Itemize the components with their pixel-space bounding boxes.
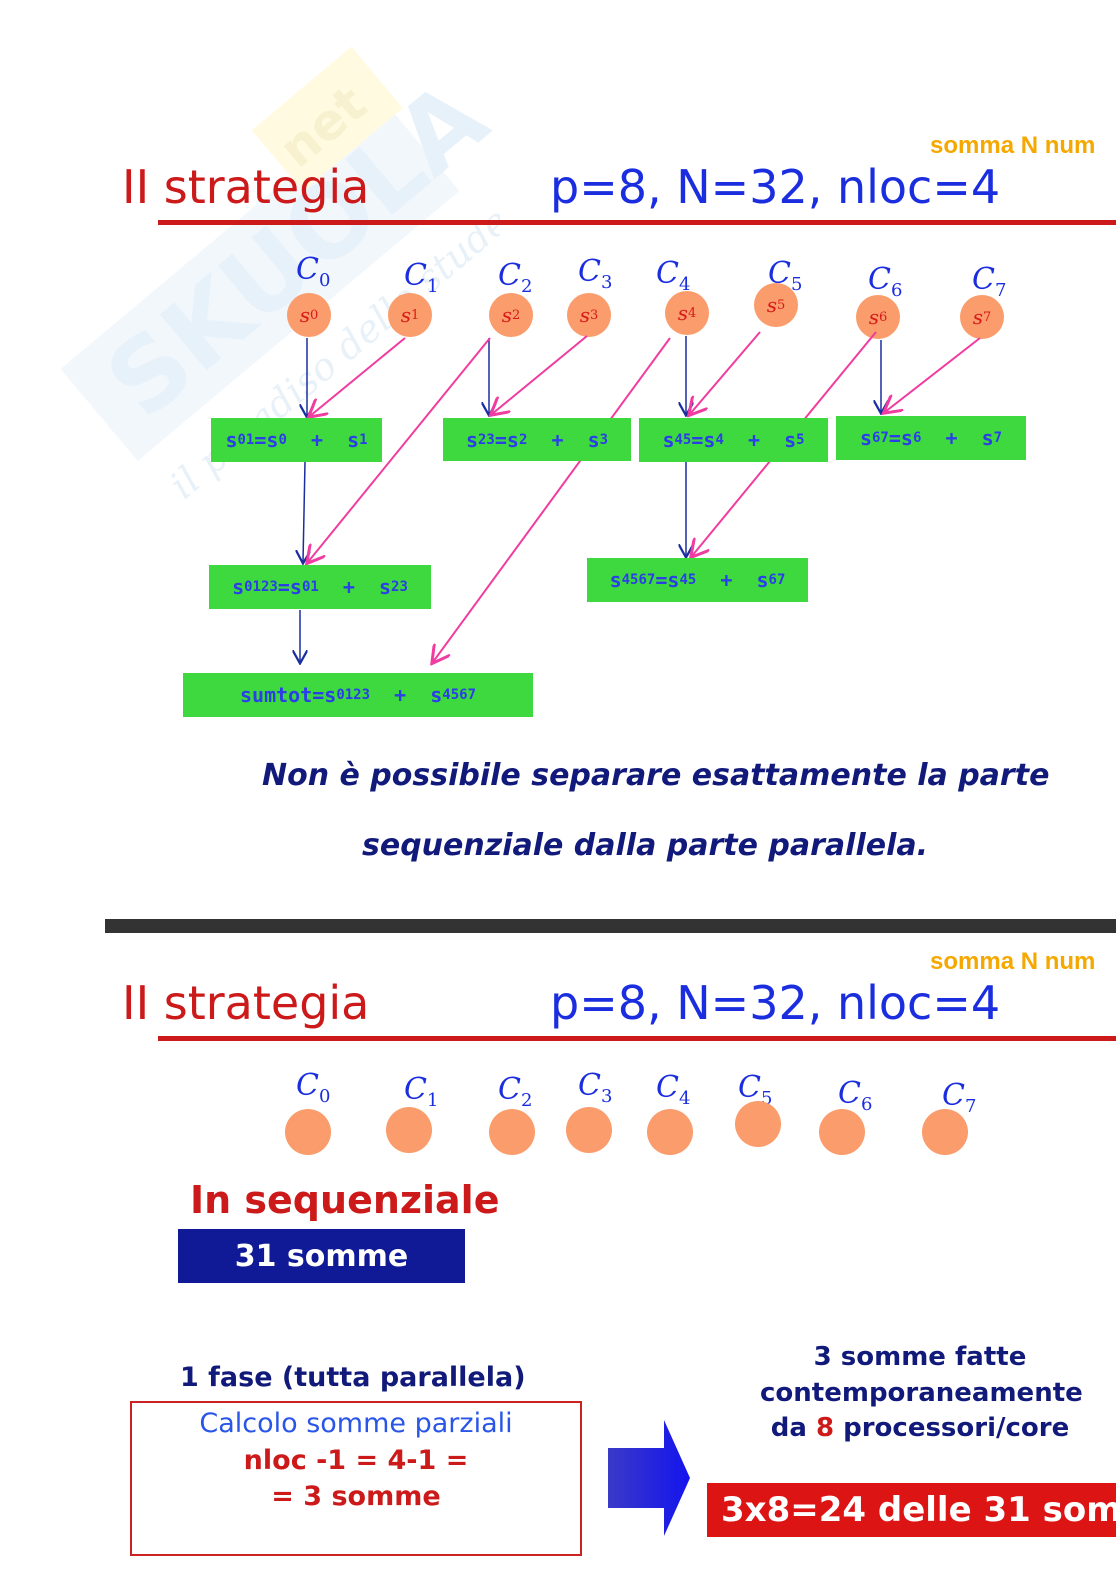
core-dot: [386, 1107, 432, 1153]
core-label-c6: C6: [838, 1076, 873, 1115]
core-dot: [735, 1101, 781, 1147]
result-box: 3x8=24 delle 31 somme: [707, 1483, 1116, 1537]
sequential-heading: In sequenziale: [190, 1178, 500, 1222]
core-label-c2: C2: [498, 258, 533, 297]
core-label-c7: C7: [942, 1078, 977, 1117]
calc-line-2: nloc -1 = 4-1 =: [243, 1445, 469, 1476]
slide-title: II strategia: [122, 160, 370, 214]
corner-caption: somma N num: [930, 948, 1096, 975]
reduction-arrows: [0, 331, 981, 760]
right-note-line-2: contemporaneamente: [760, 1378, 1083, 1408]
note-line-2: sequenziale dalla parte parallela.: [362, 828, 929, 863]
core-label-c5: C5: [738, 1070, 773, 1109]
phase-title: 1 fase (tutta parallela): [180, 1362, 526, 1393]
note-line-1: Non è possibile separare esattamente la …: [262, 758, 1050, 793]
core-label-c7: C7: [972, 262, 1007, 301]
right-note-line-3: da 8 processori/core: [770, 1413, 1070, 1443]
core-label-c4: C4: [656, 1070, 691, 1109]
calc-line-1: Calcolo somme parziali: [199, 1408, 513, 1439]
core-dot: [285, 1109, 331, 1155]
sequential-count-box: 31 somme: [178, 1229, 465, 1283]
core-label-c5: C5: [768, 256, 803, 295]
core-label-c1: C1: [404, 258, 439, 297]
corner-caption: somma N num: [930, 132, 1096, 159]
slide-params: p=8, N=32, nloc=4: [550, 976, 1001, 1030]
core-dot: [566, 1107, 612, 1153]
core-label-c2: C2: [498, 1072, 533, 1111]
right-note-line-1: 3 somme fatte: [813, 1342, 1027, 1372]
title-underline: [158, 220, 1116, 225]
slide-params: p=8, N=32, nloc=4: [550, 160, 1001, 214]
title-underline: [158, 1036, 1116, 1041]
core-dot: [819, 1109, 865, 1155]
core-label-c4: C4: [656, 256, 691, 295]
core-label-c0: C0: [296, 1068, 331, 1107]
core-dot: [922, 1109, 968, 1155]
core-dot: [647, 1109, 693, 1155]
processor-count: 8: [815, 1413, 835, 1443]
core-dot: [489, 1109, 535, 1155]
right-arrow-icon: [608, 1420, 690, 1536]
core-label-c3: C3: [578, 1068, 613, 1107]
core-label-c3: C3: [578, 254, 613, 293]
slide-divider: [105, 919, 1116, 933]
slide-title: II strategia: [122, 976, 370, 1030]
core-label-c0: C0: [296, 252, 331, 291]
core-label-c1: C1: [404, 1072, 439, 1111]
calc-line-3: = 3 somme: [271, 1481, 441, 1512]
core-label-c6: C6: [868, 262, 903, 301]
calc-box: [130, 1401, 582, 1556]
